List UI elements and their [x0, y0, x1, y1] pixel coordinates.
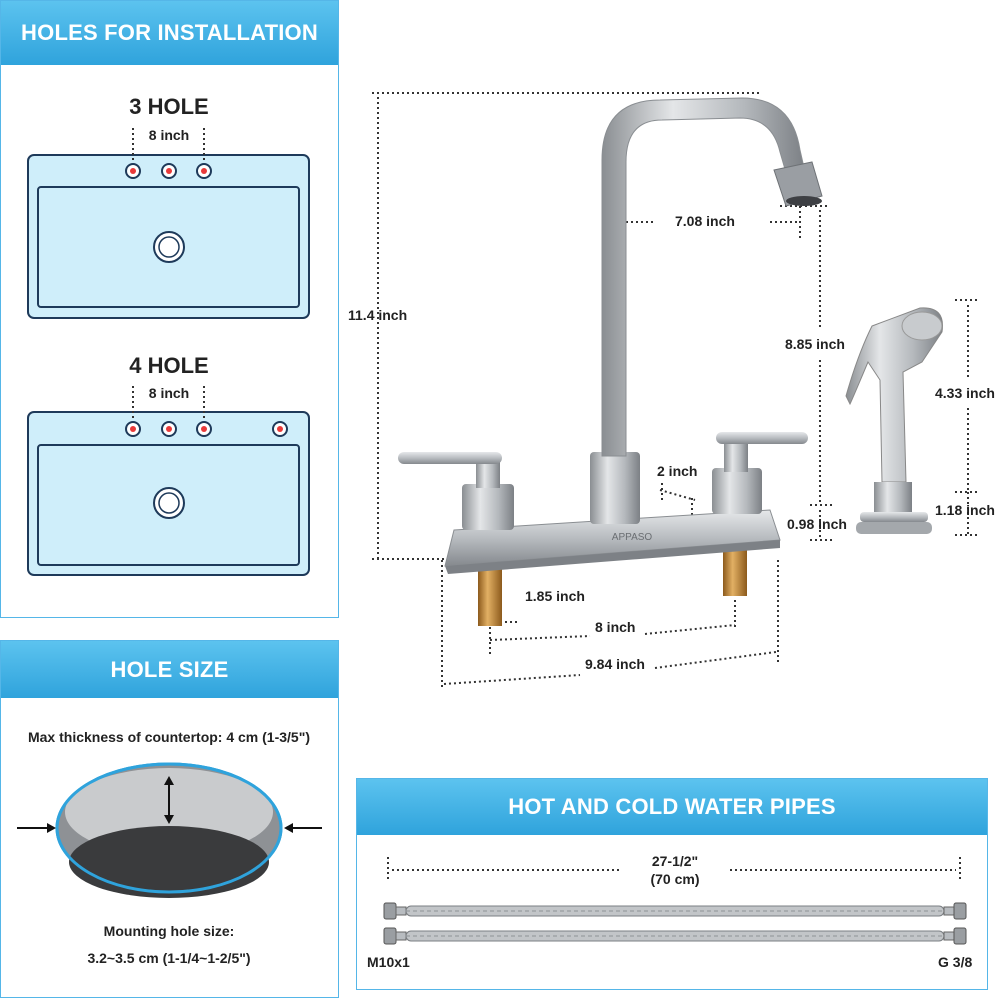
center-spacing-label: 8 inch — [595, 619, 636, 635]
pipe-length-cm: (70 cm) — [650, 871, 700, 887]
three-hole-spacing: 8 inch — [148, 127, 190, 143]
hole-size-header: HOLE SIZE — [1, 641, 338, 698]
hole-size-title: HOLE SIZE — [110, 656, 229, 682]
right-handle — [712, 432, 808, 514]
hole-diagram — [17, 762, 322, 898]
pipes-header: HOT AND COLD WATER PIPES — [357, 779, 987, 835]
three-hole-label: 3 HOLE — [129, 94, 209, 119]
shank-length-label: 1.85 inch — [525, 588, 585, 604]
three-hole-marks — [125, 163, 212, 179]
left-thread-label: M10x1 — [367, 954, 410, 970]
pipe-length-inch: 27-1/2" — [651, 853, 699, 869]
spout-height-label: 8.85 inch — [785, 336, 845, 352]
hose-1 — [383, 902, 967, 920]
sprayer-height-label: 4.33 inch — [935, 385, 995, 401]
installation-title: HOLES FOR INSTALLATION — [21, 20, 318, 45]
sprayer-base-label: 1.18 inch — [935, 502, 995, 518]
four-hole-label: 4 HOLE — [129, 353, 209, 378]
three-hole-sink — [27, 128, 310, 319]
faucet-diagram: APPASO — [372, 92, 978, 690]
handle-gap-label: 2 inch — [657, 463, 698, 479]
height-label: 11.4 inch — [348, 307, 408, 323]
four-hole-marks — [125, 421, 288, 437]
four-hole-spacing: 8 inch — [148, 385, 190, 401]
installation-header: HOLES FOR INSTALLATION — [1, 1, 338, 65]
left-handle — [398, 452, 514, 530]
spout — [590, 97, 823, 524]
base-height-label: 0.98 inch — [787, 516, 847, 532]
hose-2 — [383, 927, 967, 945]
four-hole-sink — [27, 386, 310, 576]
max-thickness-text: Max thickness of countertop: 4 cm (1-3/5… — [27, 729, 311, 745]
side-sprayer — [845, 307, 944, 534]
brand-logo: APPASO — [612, 532, 653, 543]
base-width-label: 9.84 inch — [585, 656, 645, 672]
faucet-base — [444, 509, 781, 574]
mounting-hole-value: 3.2~3.5 cm (1-1/4~1-2/5") — [87, 950, 251, 966]
pipes-panel: HOT AND COLD WATER PIPES — [356, 778, 988, 990]
mounting-hole-label: Mounting hole size: — [103, 923, 235, 939]
right-thread-label: G 3/8 — [938, 954, 973, 970]
pipes-title: HOT AND COLD WATER PIPES — [508, 794, 836, 819]
sink-diagrams — [27, 128, 310, 576]
spout-reach-label: 7.08 inch — [675, 213, 735, 229]
